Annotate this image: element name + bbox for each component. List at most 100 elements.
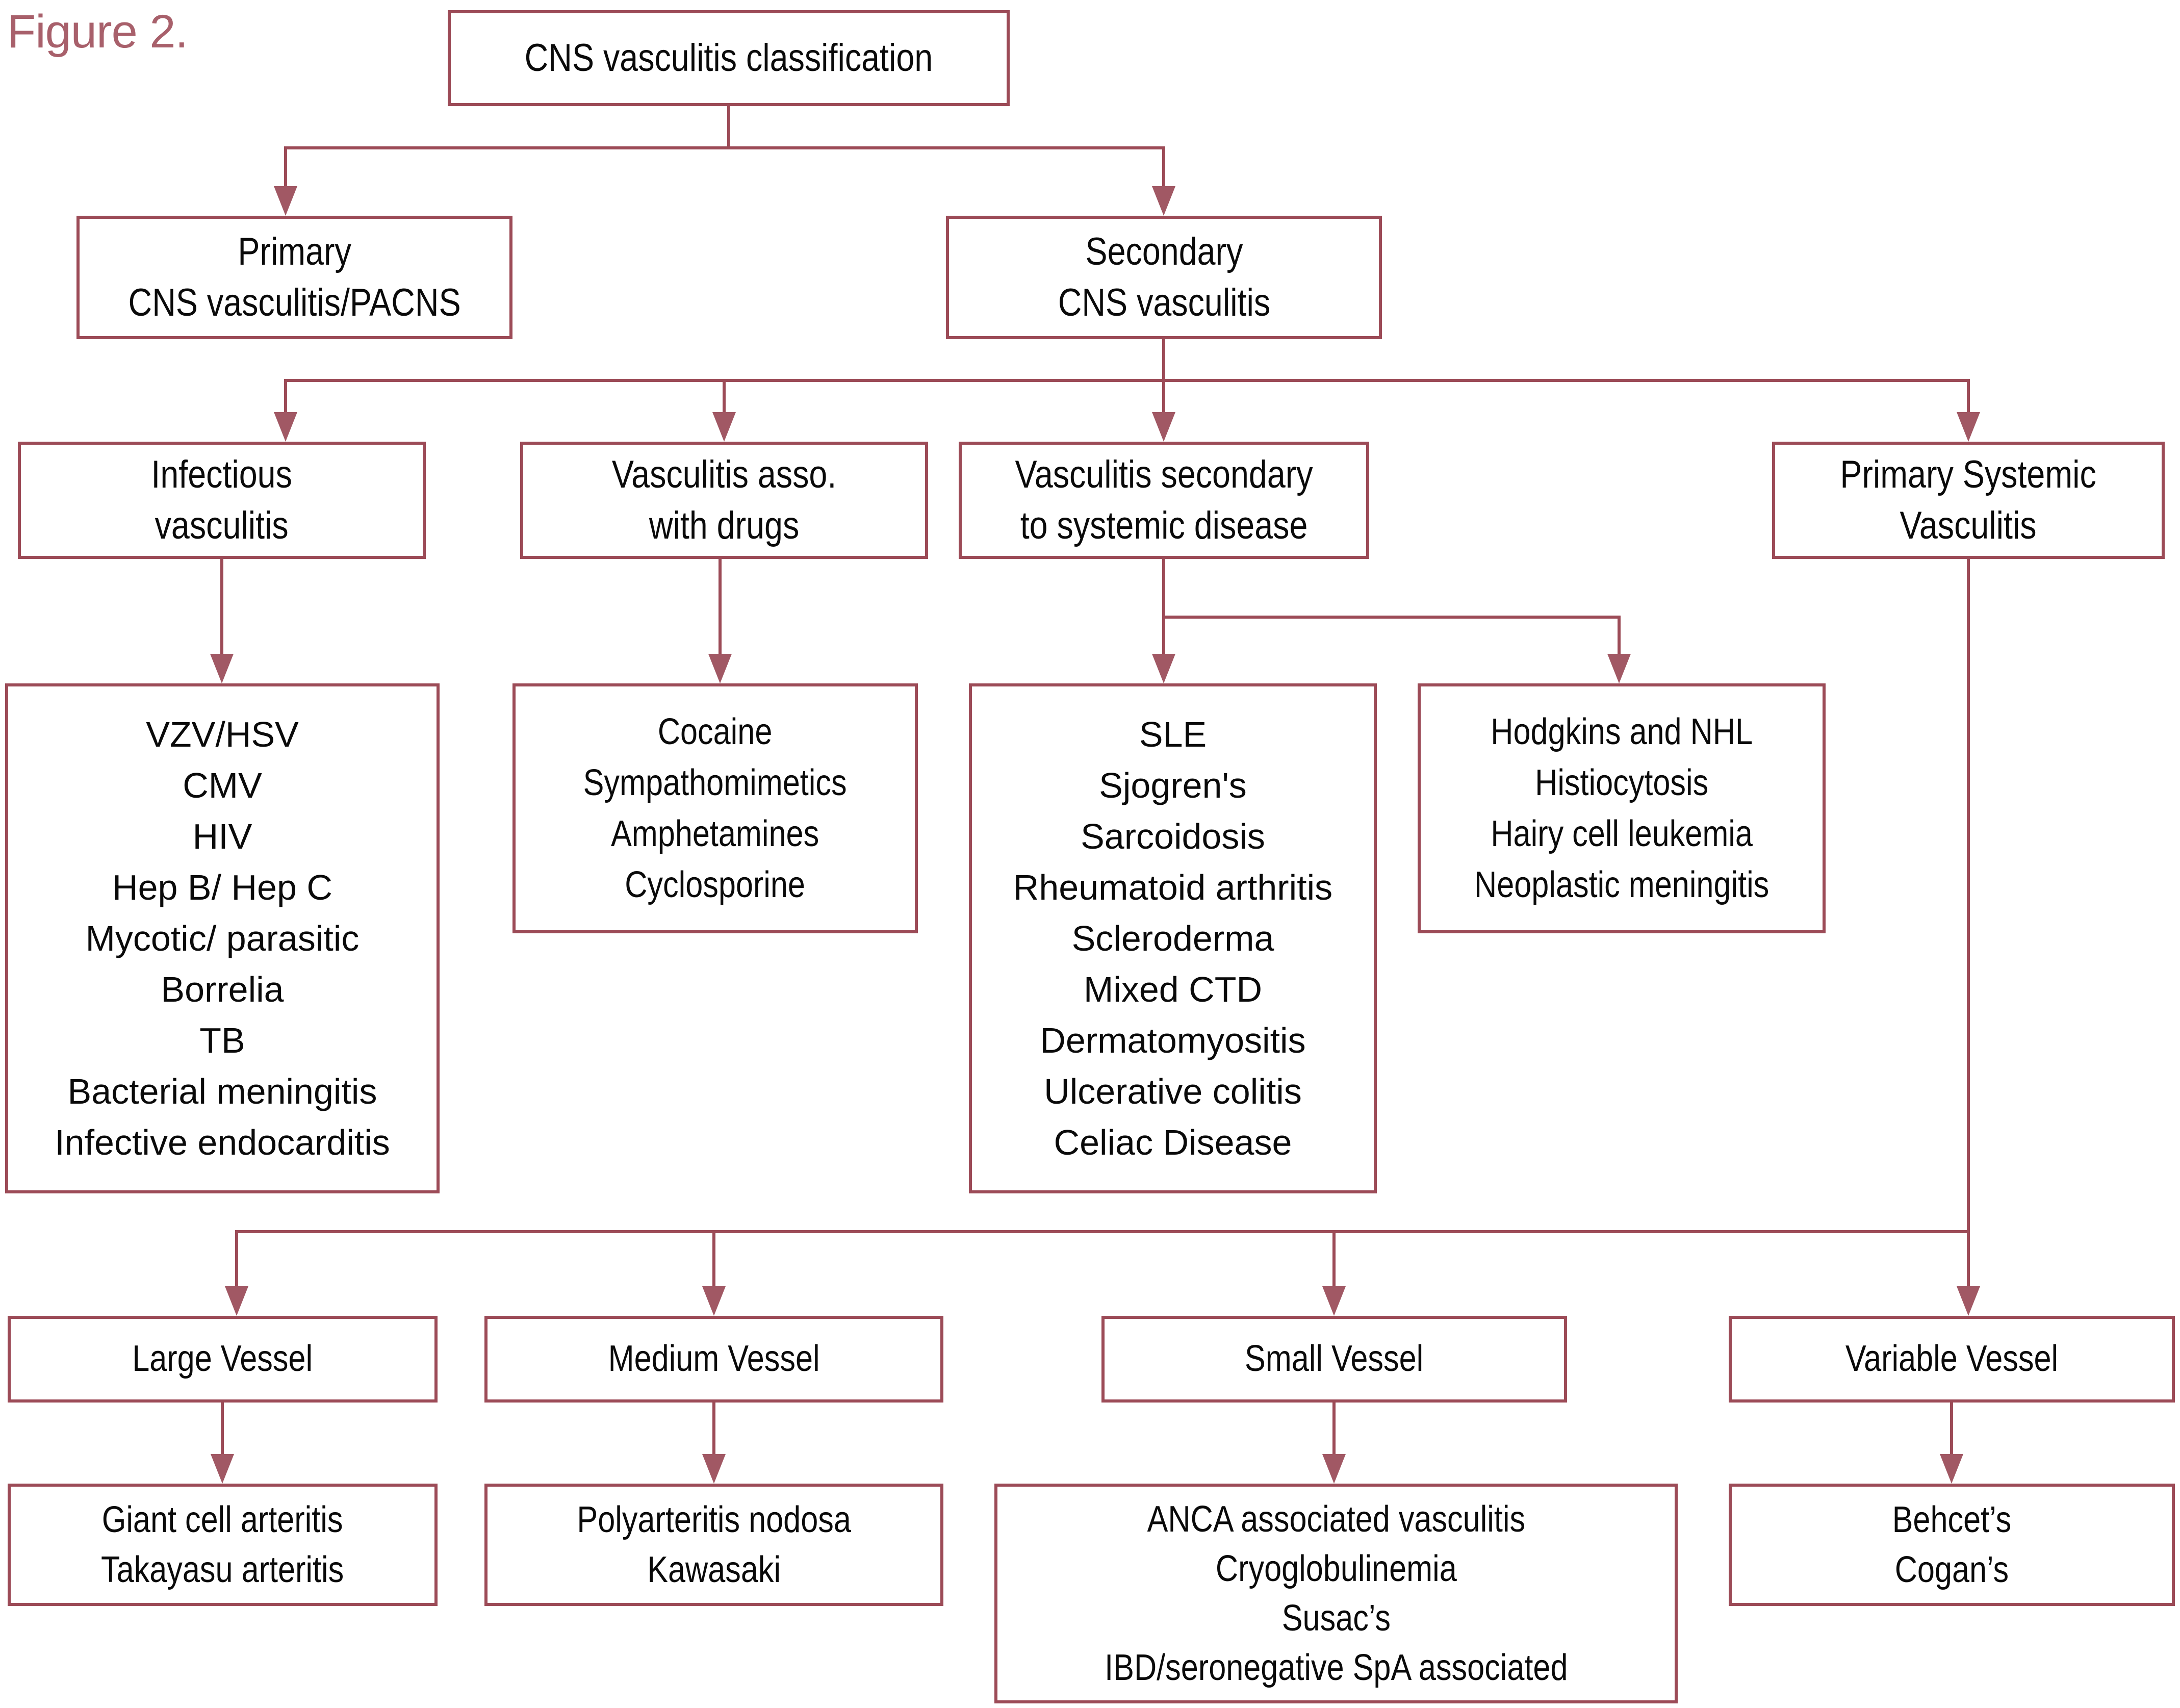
text-line: Large Vessel — [132, 1338, 313, 1380]
text-line: Vasculitis asso. — [611, 452, 837, 496]
node-vasculitis-associated-with-drugs: Vasculitis asso. with drugs — [520, 442, 928, 559]
text-line: Variable Vessel — [1845, 1338, 2059, 1380]
node-variable-vessel: Variable Vessel — [1729, 1316, 2175, 1403]
text-line: Kawasaki — [647, 1549, 781, 1590]
text-line: Celiac Disease — [1054, 1123, 1292, 1162]
text-line: Ulcerative colitis — [1044, 1072, 1302, 1111]
text-line: Polyarteritis nodosa — [577, 1499, 851, 1540]
arrow-head-icon — [1322, 1454, 1346, 1484]
text-line: Susac’s — [1281, 1597, 1391, 1639]
text-line: Cogan’s — [1894, 1549, 2009, 1590]
text-line: Cocaine — [658, 711, 773, 752]
node-small-vessel: Small Vessel — [1101, 1316, 1567, 1403]
text-line: Small Vessel — [1245, 1338, 1424, 1380]
text-line: SLE — [1139, 715, 1207, 754]
text-line: Infectious — [151, 452, 293, 496]
text-line: with drugs — [649, 504, 800, 547]
arrow-head-icon — [1607, 654, 1631, 683]
text-line: Giant cell arteritis — [102, 1499, 343, 1540]
arrow-head-icon — [1940, 1454, 1963, 1484]
text-line: CNS vasculitis/PACNS — [128, 281, 461, 324]
text-line: Hep B/ Hep C — [112, 868, 332, 907]
text-line: VZV/HSV — [146, 715, 299, 754]
text-line: Borrelia — [161, 970, 284, 1009]
node-text: Small Vessel — [1245, 1335, 1423, 1383]
arrow-head-icon — [712, 412, 736, 442]
arrow-head-icon — [274, 186, 297, 216]
node-medium-vessel: Medium Vessel — [484, 1316, 943, 1403]
text-line: Infective endocarditis — [55, 1123, 390, 1162]
arrow-head-icon — [702, 1454, 726, 1484]
figure-label: Figure 2. — [7, 6, 188, 58]
arrow-head-icon — [210, 654, 234, 683]
text-line: Sarcoidosis — [1081, 817, 1265, 856]
text-line: Sjogren's — [1099, 766, 1247, 805]
node-text: Vasculitis asso. with drugs — [612, 449, 836, 552]
text-line: Hairy cell leukemia — [1491, 813, 1753, 854]
arrow-head-icon — [274, 412, 297, 442]
text-line: Sympathomimetics — [583, 762, 847, 803]
node-text: Medium Vessel — [608, 1335, 820, 1383]
arrow-head-icon — [702, 1286, 726, 1316]
node-large-vessel: Large Vessel — [8, 1316, 438, 1403]
text-line: Rheumatoid arthritis — [1013, 868, 1333, 907]
arrow-head-icon — [708, 654, 732, 683]
text-line: Neoplastic meningitis — [1474, 864, 1769, 905]
text-line: TB — [199, 1021, 245, 1060]
text-line: vasculitis — [155, 504, 289, 547]
text-line: Mixed CTD — [1083, 970, 1263, 1009]
text-line: Takayasu arteritis — [101, 1549, 344, 1590]
text-line: Histiocytosis — [1534, 762, 1709, 803]
text-line: to systemic disease — [1020, 504, 1308, 547]
text-line: Cyclosporine — [625, 864, 806, 905]
arrow-head-icon — [211, 1454, 234, 1484]
arrow-head-icon — [1152, 412, 1175, 442]
text-line: Dermatomyositis — [1040, 1021, 1306, 1060]
text-line: ANCA associated vasculitis — [1147, 1498, 1525, 1540]
text-line: Primary Systemic — [1840, 452, 2097, 496]
node-text: Infectious vasculitis — [151, 449, 293, 552]
text-line: Mycotic/ parasitic — [85, 919, 360, 958]
text-line: Scleroderma — [1071, 919, 1274, 958]
arrow-head-icon — [1322, 1286, 1346, 1316]
arrow-head-icon — [1152, 186, 1175, 216]
text-line: HIV — [192, 817, 252, 856]
arrow-head-icon — [1957, 1286, 1980, 1316]
text-line: Amphetamines — [611, 813, 819, 854]
text-line: CNS vasculitis — [1058, 281, 1270, 324]
text-line: Hodgkins and NHL — [1491, 711, 1753, 752]
text-line: Medium Vessel — [608, 1338, 820, 1380]
text-line: CNS vasculitis classification — [524, 36, 933, 80]
text-line: Vasculitis — [1900, 504, 2037, 547]
text-line: Bacterial meningitis — [67, 1072, 377, 1111]
node-infectious-vasculitis: Infectious vasculitis — [18, 442, 426, 559]
node-text: Variable Vessel — [1845, 1335, 2058, 1383]
arrow-head-icon — [1152, 654, 1175, 683]
text-line: Secondary — [1085, 230, 1243, 273]
arrow-head-icon — [1957, 412, 1980, 442]
